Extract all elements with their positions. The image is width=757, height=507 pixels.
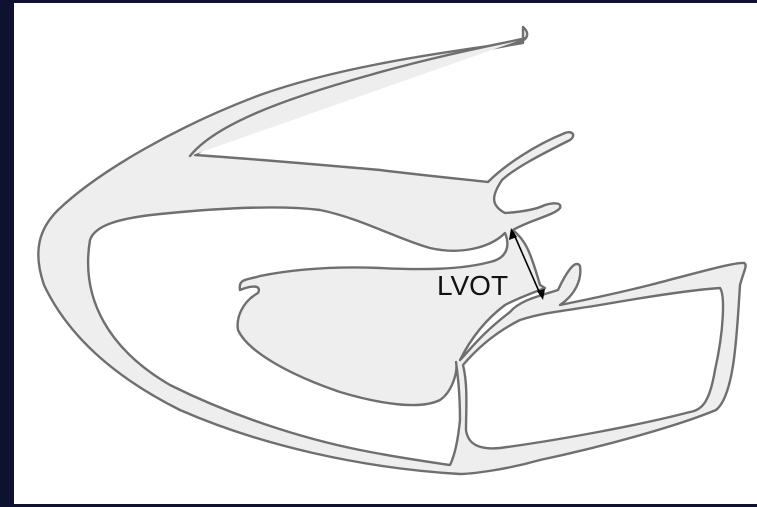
left-atrium-cavity (463, 288, 723, 448)
lvot-label: LVOT (437, 270, 508, 301)
upper-chamber-wall (190, 38, 526, 156)
diagram-canvas: LVOT (14, 3, 757, 504)
heart-diagram: LVOT (14, 3, 757, 504)
